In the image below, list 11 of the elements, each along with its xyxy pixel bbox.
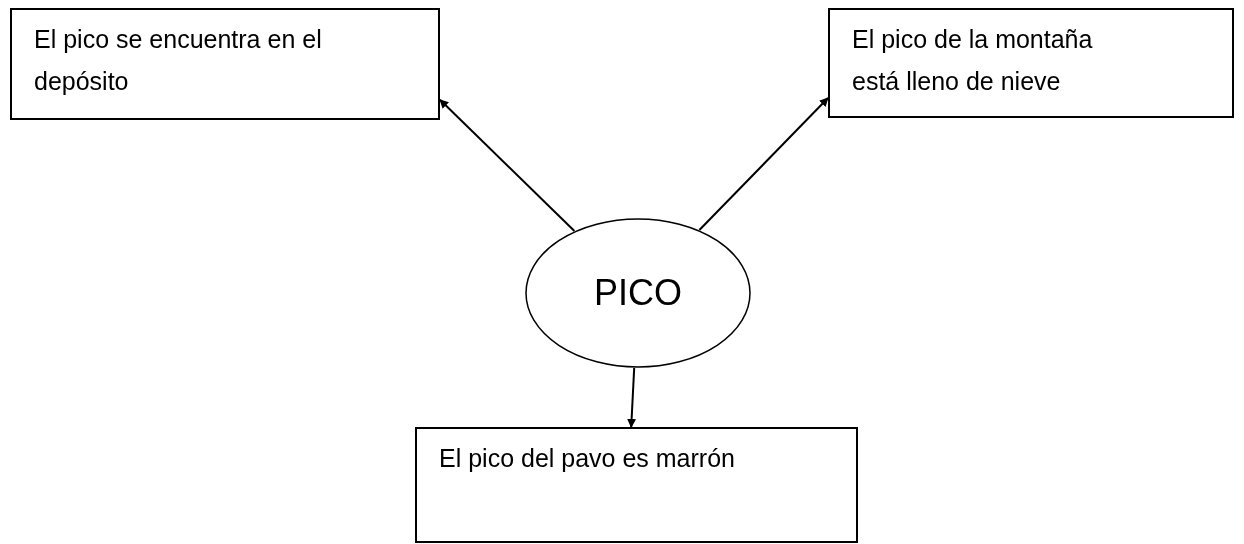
node-text: El pico del pavo es marrón [439,444,735,472]
text-box [10,8,440,120]
text-box [415,427,858,543]
concept-ellipse [525,218,751,368]
arrow [698,97,829,231]
arrow [439,98,576,232]
arrow [627,367,637,428]
node-text: El pico se encuentra en el depósito [34,25,322,95]
node-text: El pico de la montaña está lleno de nieve [852,25,1093,95]
text-box [828,8,1234,118]
node-text: PICO [594,272,682,314]
